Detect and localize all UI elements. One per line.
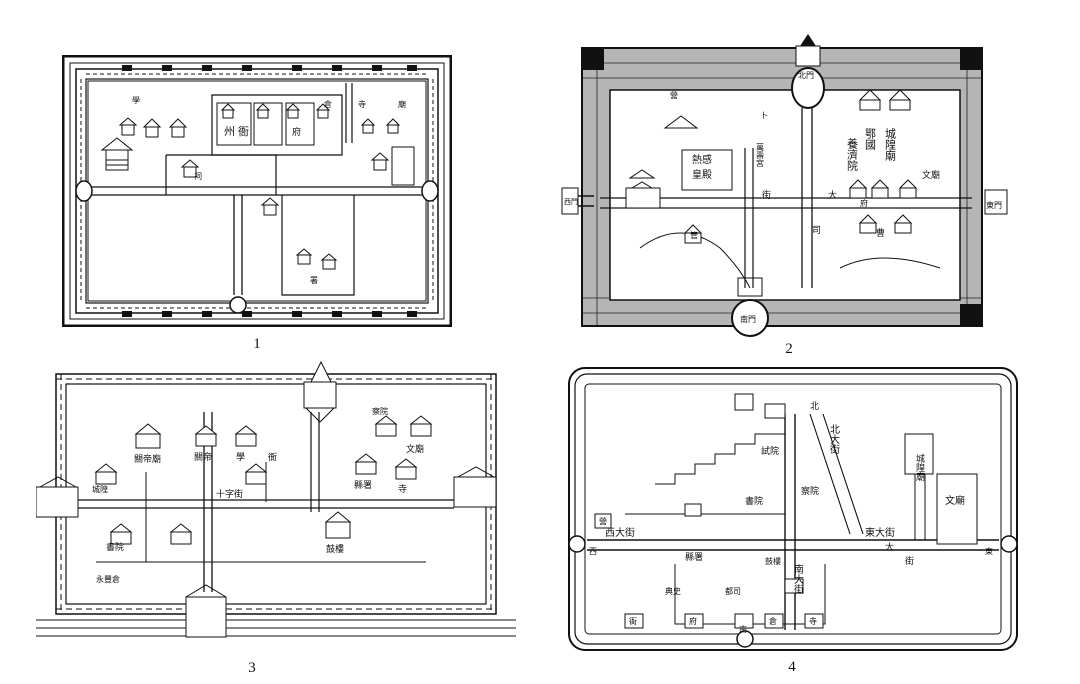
map-4-label: 街 xyxy=(905,555,914,567)
map-4-label: 大 xyxy=(885,541,894,553)
map-2-label: 司 xyxy=(812,225,821,236)
map-2-label: 萬壽宮 xyxy=(756,142,765,168)
map-1-label: 學 xyxy=(132,95,140,105)
map-3-label: 縣署 xyxy=(354,480,372,491)
map-1-drawing: 州 衙 府 寺 廟 倉 學 祠 署 xyxy=(62,55,452,327)
map-4-label: 北大街 xyxy=(828,424,840,455)
map-4-drawing: 城隍廟 北大街 南大街 西大街 東大街 文廟 試院 察院 縣署 書院 典史 都司… xyxy=(568,367,1018,651)
map-panel-3: 關帝廟 關帝 文廟 縣署 書院 學 衙 寺 十字街 鼓樓 永豐倉 城隍 察院 xyxy=(36,352,516,657)
map-3-label: 城隍 xyxy=(92,484,108,494)
map-2-label: 曹 xyxy=(876,227,885,239)
map-2-label: 城隍廟 xyxy=(884,128,897,162)
map-2-label: 大 xyxy=(828,189,837,201)
map-4-label: 北 xyxy=(810,401,819,412)
map-4-label: 西 xyxy=(589,547,597,556)
map-4-label: 營 xyxy=(599,516,607,526)
map-2-label: 東門 xyxy=(986,200,1002,210)
map-3-label: 文廟 xyxy=(406,443,424,455)
map-1-label: 寺 xyxy=(358,100,366,109)
panel-number-4: 4 xyxy=(788,659,796,675)
map-4-label: 文廟 xyxy=(945,494,965,507)
map-1-label: 倉 xyxy=(324,99,332,109)
map-3-label: 衙 xyxy=(268,451,277,463)
map-3-drawing: 關帝廟 關帝 文廟 縣署 書院 學 衙 寺 十字街 鼓樓 永豐倉 城隍 察院 xyxy=(36,360,516,638)
map-2-label: 鄂國 xyxy=(864,128,877,151)
map-4-label: 縣署 xyxy=(685,552,703,563)
map-4-label: 東 xyxy=(985,546,993,556)
panel-number-2: 2 xyxy=(785,341,793,357)
map-4-label: 書院 xyxy=(745,495,763,507)
map-2-label: 營 xyxy=(670,90,678,100)
map-3-label: 察院 xyxy=(372,406,388,416)
map-2-label: 南門 xyxy=(740,314,756,324)
map-4-label: 倉 xyxy=(769,616,777,626)
map-3-label: 十字街 xyxy=(216,488,243,500)
map-4-label: 察院 xyxy=(801,485,819,497)
map-2-label: 養濟院 xyxy=(846,137,859,171)
map-4-label: 西大街 xyxy=(605,526,635,539)
map-1-label: 祠 xyxy=(194,171,202,181)
map-2-label: 卜 xyxy=(760,111,768,120)
map-4-label: 寺 xyxy=(809,617,817,626)
map-3-label: 關帝廟 xyxy=(134,453,161,465)
map-2-label: 管 xyxy=(690,230,698,240)
map-panel-1: 州 衙 府 寺 廟 倉 學 祠 署 xyxy=(62,55,452,327)
map-3-label: 寺 xyxy=(398,484,407,495)
map-4-label: 南 xyxy=(739,624,747,634)
map-2-label: 街 xyxy=(762,189,771,201)
map-4-label: 典史 xyxy=(665,586,681,596)
map-2-label: 皇殿 xyxy=(692,168,712,181)
map-3-label: 書院 xyxy=(106,541,124,553)
map-panel-2: 城隍廟 鄂國 養濟院 皇殿 熱感 萬壽宮 文廟 北門 東門 西門 南門 大 街 … xyxy=(560,18,1015,338)
map-4-label: 東大街 xyxy=(865,526,895,539)
map-1-label: 州 xyxy=(224,125,235,138)
map-1-label: 衙 xyxy=(238,125,249,138)
map-2-label: 府 xyxy=(860,198,868,208)
panel-number-1: 1 xyxy=(253,336,261,352)
map-3-label: 學 xyxy=(236,451,245,463)
map-4-label: 城隍廟 xyxy=(914,454,925,482)
map-panel-4: 城隍廟 北大街 南大街 西大街 東大街 文廟 試院 察院 縣署 書院 典史 都司… xyxy=(565,364,1025,656)
map-3-label: 永豐倉 xyxy=(96,574,120,584)
map-2-label: 西門 xyxy=(564,198,578,206)
map-4-label: 南大街 xyxy=(792,563,804,595)
map-4-label: 府 xyxy=(689,616,697,626)
map-4-label: 衙 xyxy=(629,616,637,626)
map-1-label: 署 xyxy=(310,276,318,285)
map-1-label: 廟 xyxy=(398,99,406,109)
map-2-label: 熱感 xyxy=(692,153,712,166)
map-3-label: 鼓樓 xyxy=(326,543,344,555)
map-4-label: 鼓樓 xyxy=(765,556,781,566)
map-2-label: 文廟 xyxy=(922,169,940,181)
map-2-drawing: 城隍廟 鄂國 養濟院 皇殿 熱感 萬壽宮 文廟 北門 東門 西門 南門 大 街 … xyxy=(561,34,1008,337)
panel-number-3: 3 xyxy=(248,660,256,676)
map-4-label: 試院 xyxy=(761,445,779,457)
map-2-label: 北門 xyxy=(798,71,814,80)
map-4-label: 都司 xyxy=(725,587,741,596)
map-3-label: 關帝 xyxy=(194,451,212,463)
map-1-label: 府 xyxy=(292,126,301,138)
